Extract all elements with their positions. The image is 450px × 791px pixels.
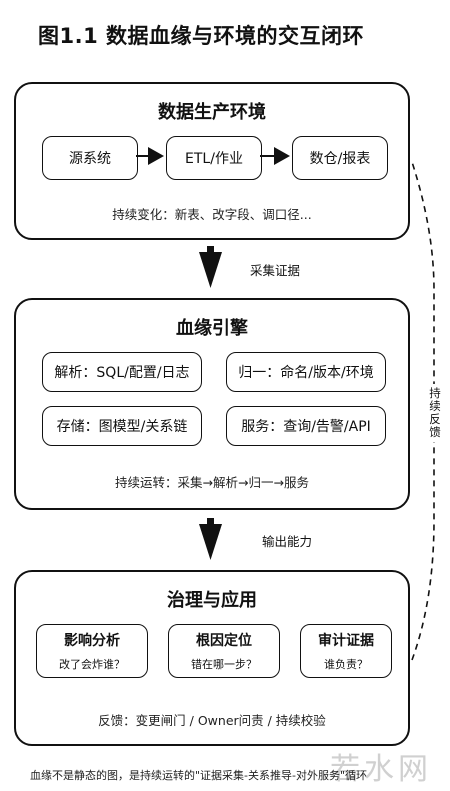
node-warehouse-report: 数仓/报表 xyxy=(292,136,388,180)
module-service-label: 服务：查询/告警/API xyxy=(241,419,371,435)
module-storage-label: 存储：图模型/关系链 xyxy=(56,419,188,435)
module-parse: 解析：SQL/配置/日志 xyxy=(42,352,202,392)
item-impact-analysis-question: 改了会炸谁？ xyxy=(59,658,125,671)
arrow-output-capability xyxy=(199,518,222,560)
node-etl-job: ETL/作业 xyxy=(166,136,262,180)
governance-section: 治理与应用 影响分析 改了会炸谁？ 根因定位 错在哪一步？ 审计证据 谁负责？ … xyxy=(14,570,410,746)
node-source-system: 源系统 xyxy=(42,136,138,180)
module-parse-label: 解析：SQL/配置/日志 xyxy=(54,365,190,381)
engine-title: 血缘引擎 xyxy=(176,318,248,339)
item-audit-evidence-title: 审计证据 xyxy=(318,633,374,649)
governance-note: 反馈：变更闸门 / Owner问责 / 持续校验 xyxy=(98,713,326,728)
module-normalize: 归一：命名/版本/环境 xyxy=(226,352,386,392)
diagram-title: 图1.1 数据血缘与环境的交互闭环 xyxy=(38,24,365,48)
feedback-label: 持续反馈 xyxy=(428,384,442,442)
module-storage: 存储：图模型/关系链 xyxy=(42,406,202,446)
arrow-collect-evidence-label: 采集证据 xyxy=(250,263,301,278)
node-etl-job-label: ETL/作业 xyxy=(185,151,243,167)
item-audit-evidence-question: 谁负责？ xyxy=(324,658,368,671)
watermark-logo: 若水网 xyxy=(330,752,432,787)
item-audit-evidence: 审计证据 谁负责？ xyxy=(300,624,392,678)
production-title: 数据生产环境 xyxy=(158,102,266,123)
production-section: 数据生产环境 源系统 ETL/作业 数仓/报表 持续变化：新表、改字段、调口径.… xyxy=(14,82,410,240)
item-impact-analysis-title: 影响分析 xyxy=(64,633,120,649)
node-warehouse-report-label: 数仓/报表 xyxy=(309,151,371,167)
module-normalize-label: 归一：命名/版本/环境 xyxy=(238,365,374,381)
node-source-system-label: 源系统 xyxy=(69,151,111,167)
item-root-cause: 根因定位 错在哪一步？ xyxy=(168,624,280,678)
governance-title: 治理与应用 xyxy=(167,590,257,611)
item-impact-analysis: 影响分析 改了会炸谁？ xyxy=(36,624,148,678)
module-service: 服务：查询/告警/API xyxy=(226,406,386,446)
item-root-cause-title: 根因定位 xyxy=(196,633,252,649)
engine-section: 血缘引擎 解析：SQL/配置/日志 归一：命名/版本/环境 存储：图模型/关系链… xyxy=(14,298,410,510)
engine-note: 持续运转：采集→解析→归一→服务 xyxy=(115,475,309,490)
arrow-output-capability-label: 输出能力 xyxy=(262,534,313,549)
diagram-caption: 血缘不是静态的图，是持续运转的"证据采集-关系推导-对外服务"循环 xyxy=(30,769,368,782)
arrow-collect-evidence xyxy=(199,246,222,288)
item-root-cause-question: 错在哪一步？ xyxy=(191,658,257,671)
production-note: 持续变化：新表、改字段、调口径... xyxy=(112,207,312,222)
